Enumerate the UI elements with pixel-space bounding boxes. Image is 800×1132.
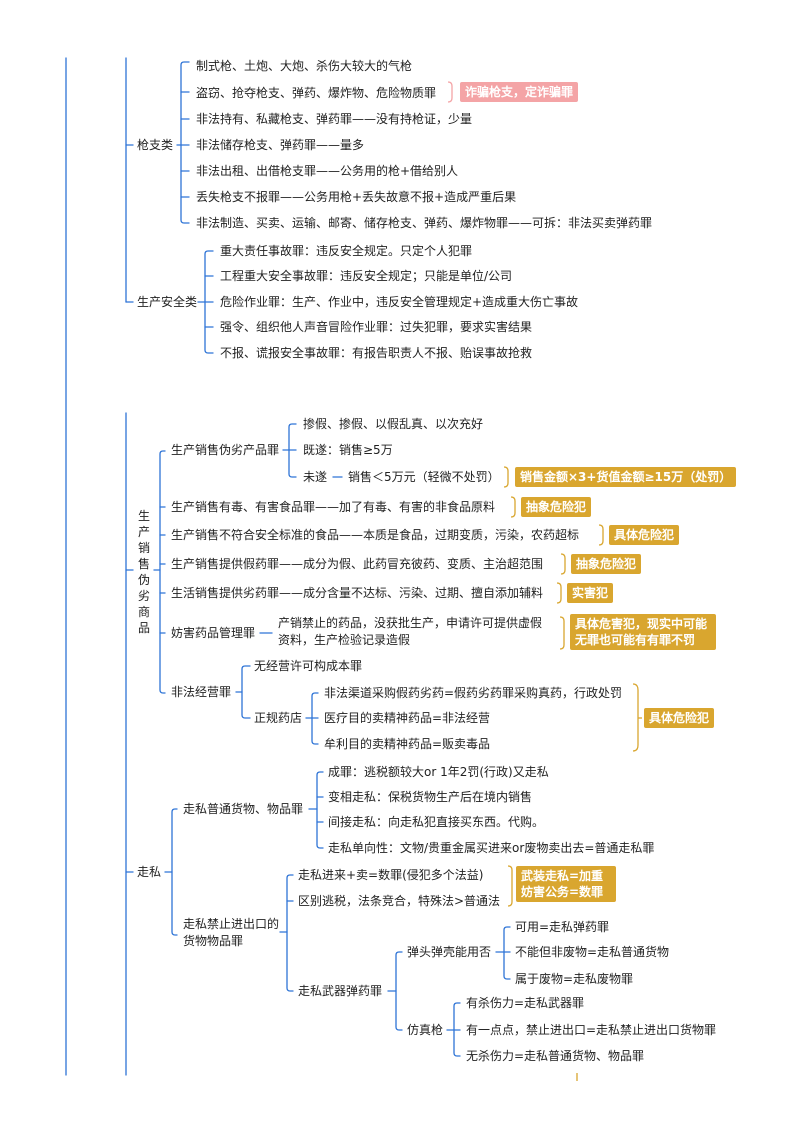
node-inferior-products: 生产销售伪劣产品罪 [171, 443, 280, 457]
node-safety: 生产安全类 [137, 295, 198, 309]
gun-item: 丢失枪支不报罪——公务用枪+丢失故意不报+造成严重后果 [196, 190, 517, 204]
node-smuggling: 走私 [137, 865, 162, 879]
safety-item: 危险作业罪：生产、作业中，违反安全管理规定+造成重大伤亡事故 [220, 295, 579, 309]
shell-item: 可用=走私弹药罪 [515, 920, 610, 934]
node-ordinary-smuggling: 走私普通货物、物品罪 [183, 802, 304, 816]
gun-item: 非法持有、私藏枪支、弹药罪——没有持枪证，少量 [196, 112, 473, 126]
tag-bracket-mgmt [559, 616, 565, 650]
shell-item: 不能但非废物=走私普通货物 [515, 945, 670, 959]
prohibited-item: 区别逃税，法条竞合，特殊法>普通法 [298, 894, 501, 908]
gun-item: 非法制造、买卖、运输、邮寄、储存枪支、弹药、爆炸物罪——可拆：非法买卖弹药罪 [196, 216, 653, 230]
tag-bracket-toxic [510, 496, 516, 518]
bracket-gun [180, 61, 190, 224]
node-pharmacy: 正规药店 [254, 711, 303, 725]
tag-bracket-inferior [503, 466, 509, 488]
pharmacy-item: 非法渠道采购假药劣药=假药劣药罪采购真药，行政处罚 [324, 686, 623, 700]
inferior-item: 既遂：销售≥5万 [303, 443, 393, 457]
bracket-prohibited [286, 874, 294, 992]
ordinary-item: 变相走私：保税货物生产后在境内销售 [328, 790, 533, 804]
tag-toxic-food: 抽象危险犯 [521, 497, 592, 517]
replica-item: 无杀伤力=走私普通货物、物品罪 [466, 1049, 645, 1063]
bracket-smuggle [171, 808, 178, 936]
tag-fake-drug: 抽象危险犯 [571, 554, 642, 574]
node-gun: 枪支类 [137, 138, 174, 152]
tag-unsafe-food: 具体危险犯 [609, 525, 680, 545]
bracket-fake [159, 450, 166, 694]
tag-bracket-baddrug [556, 582, 562, 604]
tag-pharmacy: 具体危险犯 [644, 708, 715, 728]
tag-bracket-prohibited [507, 865, 513, 907]
tag-bracket-fakedrug [560, 553, 566, 575]
node-weapons-smuggling: 走私武器弹药罪 [298, 984, 383, 998]
replica-item: 有杀伤力=走私武器罪 [466, 996, 585, 1010]
node-drug-management: 妨害药品管理罪 [171, 626, 256, 640]
node-toxic-food: 生产销售有毒、有害食品罪——加了有毒、有害的非食品原料 [171, 500, 496, 514]
tag-bracket-pharmacy [632, 683, 639, 752]
node-bad-drug: 生活销售提供劣药罪——成分含量不达标、污染、过期、擅自添加辅料 [171, 586, 544, 600]
prohibited-item: 走私进来+卖=数罪(侵犯多个法益) [298, 868, 484, 882]
bracket-ordinary [316, 771, 324, 849]
tag-bracket-gun [447, 81, 453, 103]
drug-management-detail: 产销禁止的药品，没获批生产，申请许可提供虚假资料，生产检验记录造假 [278, 616, 543, 647]
tag-bracket-unsafe [598, 524, 604, 546]
node-fake-goods: 生产销售伪劣商品 [138, 509, 151, 635]
node-unsafe-food: 生产销售不符合安全标准的食品——本质是食品，过期变质，污染，农药超标 [171, 528, 580, 542]
safety-item: 强令、组织他人声音冒险作业罪：过失犯罪，要求实害结果 [220, 320, 533, 334]
tag-gun-fraud: 诈骗枪支，定诈骗罪 [460, 82, 579, 102]
pharmacy-item: 医疗目的卖精神药品=非法经营 [324, 711, 491, 725]
gun-item: 制式枪、土炮、大炮、杀伤大较大的气枪 [196, 59, 413, 73]
bracket-illegal-biz [241, 665, 251, 719]
gun-item: 非法储存枪支、弹药罪——量多 [196, 138, 365, 152]
illegal-business-no-license: 无经营许可构成本罪 [254, 659, 363, 673]
replica-item: 有一点点，禁止进出口=走私禁止进出口货物罪 [466, 1023, 717, 1037]
inferior-item: 掺假、掺假、以假乱真、以次充好 [303, 417, 484, 431]
tag-bad-drug: 实害犯 [567, 583, 614, 603]
node-shell-usable: 弹头弹壳能用否 [407, 945, 492, 959]
ordinary-item: 成罪：逃税额较大or 1年2罚(行政)又走私 [328, 765, 549, 779]
safety-item: 重大责任事故罪：违反安全规定。只定个人犯罪 [220, 244, 473, 258]
safety-item: 工程重大安全事故罪：违反安全规定；只能是单位/公司 [220, 269, 513, 283]
node-prohibited-goods: 走私禁止进出口的货物物品罪 [183, 917, 280, 948]
inferior-attempt-value: 销售＜5万元（轻微不处罚） [348, 470, 500, 484]
inferior-attempt-label: 未遂 [303, 470, 328, 484]
tag-inferior-penalty: 销售金额×3+货值金额≥15万（处罚） [515, 467, 737, 487]
shell-item: 属于废物=走私废物罪 [515, 972, 634, 986]
gun-item: 非法出租、出借枪支罪——公务用的枪+借给别人 [196, 164, 459, 178]
node-illegal-business: 非法经营罪 [171, 685, 232, 699]
gun-item: 盗窃、抢夺枪支、弹药、爆炸物、危险物质罪 [196, 86, 437, 100]
ordinary-item: 走私单向性：文物/贵重金属买进来or废物卖出去=普通走私罪 [328, 841, 655, 855]
safety-item: 不报、谎报安全事故罪：有报告职责人不报、贻误事故抢救 [220, 346, 533, 360]
node-replica-gun: 仿真枪 [407, 1023, 444, 1037]
tag-prohibited: 武装走私=加重 妨害公务=数罪 [516, 866, 616, 902]
pharmacy-item: 牟利目的卖精神药品=贩卖毒品 [324, 737, 491, 751]
bracket-shell [503, 926, 511, 980]
ordinary-item: 间接走私：向走私犯直接买东西。代购。 [328, 815, 545, 829]
bracket-weapons [395, 951, 403, 1031]
tag-drug-management: 具体危害犯，现实中可能无罪也可能有有罪不罚 [570, 614, 716, 650]
node-fake-drug: 生产销售提供假药罪——成分为假、此药冒充彼药、变质、主治超范围 [171, 557, 544, 571]
